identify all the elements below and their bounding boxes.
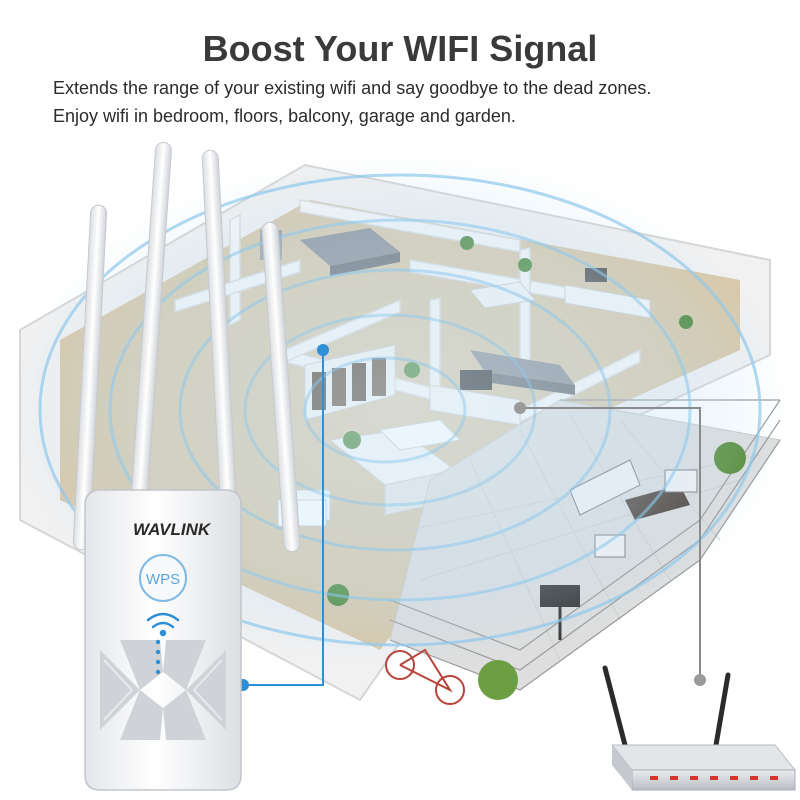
wps-button-label: WPS	[146, 571, 180, 588]
subtext-line-2: Enjoy wifi in bedroom, floors, balcony, …	[53, 106, 516, 126]
led-indicator-icon	[155, 639, 161, 675]
router-led-lights	[650, 776, 778, 780]
subtext-line-1: Extends the range of your existing wifi …	[53, 78, 652, 98]
wifi-router	[602, 665, 797, 791]
page-headline: Boost Your WIFI Signal	[202, 28, 598, 69]
extender-antennas	[72, 141, 301, 553]
extender-brand-logo: WAVLINK	[133, 520, 212, 539]
wifi-signal-icon	[146, 612, 180, 637]
wifi-extender-device	[84, 489, 242, 791]
